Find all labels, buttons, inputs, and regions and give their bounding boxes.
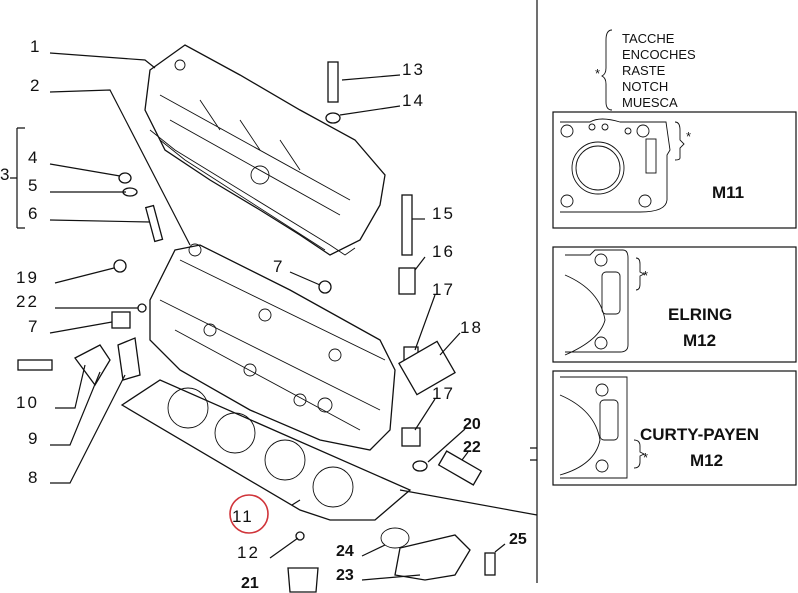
callout-12: 12 (237, 543, 260, 562)
legend-term: NOTCH (622, 79, 668, 94)
callout-5: 5 (28, 176, 39, 195)
callout-25: 25 (509, 531, 527, 548)
callout-17: 17 (432, 280, 455, 299)
callout-24: 24 (336, 543, 354, 560)
divider-notch (530, 447, 537, 461)
callout-8: 8 (28, 468, 39, 487)
variant-model: M12 (690, 451, 723, 470)
callout-15: 15 (432, 204, 455, 223)
legend-term: ENCOCHES (622, 47, 696, 62)
callout-18: 18 (460, 318, 483, 337)
variant-brand: ELRING (668, 305, 732, 324)
variant-marker: * (643, 268, 648, 283)
legend-term: MUESCA (622, 95, 678, 110)
callout-14: 14 (402, 91, 425, 110)
callout-19: 19 (16, 268, 39, 287)
callout-23: 23 (336, 567, 354, 584)
callout-10: 10 (16, 393, 39, 412)
variant-model: M11 (712, 183, 744, 202)
callout-13: 13 (402, 60, 425, 79)
callout-17b: 17 (432, 384, 455, 403)
legend-term: RASTE (622, 63, 666, 78)
variant-panel-elring: * ELRING M12 (552, 246, 797, 363)
callout-21: 21 (241, 575, 259, 592)
variant-panel-curty-payen: * CURTY-PAYEN M12 (552, 370, 797, 486)
variant-model: M12 (683, 331, 716, 350)
leader-lines (10, 52, 538, 581)
callout-7b: 7 (273, 257, 284, 276)
callout-1: 1 (30, 37, 41, 56)
valve-cover (144, 44, 386, 256)
variant-marker: * (686, 129, 691, 144)
callout-2: 2 (30, 76, 41, 95)
callout-20: 20 (463, 416, 481, 433)
cover-gasket (149, 129, 356, 256)
callout-4: 4 (28, 148, 39, 167)
callout-3: 3 (0, 165, 11, 184)
legend-term: TACCHE (622, 31, 675, 46)
cylinder-head (149, 243, 396, 451)
small-parts (17, 61, 496, 593)
callout-6: 6 (28, 204, 39, 223)
callout-7: 7 (28, 317, 39, 336)
callout-22b: 22 (463, 439, 481, 456)
variant-brand: CURTY-PAYEN (640, 425, 759, 444)
legend-marker: * (595, 66, 600, 81)
callout-9: 9 (28, 429, 39, 448)
callout-22: 22 (16, 292, 39, 311)
callout-11: 11 (232, 507, 254, 526)
notch-legend: * TACCHE ENCOCHES RASTE NOTCH MUESCA (595, 29, 696, 111)
variant-marker: * (643, 450, 648, 465)
head-gasket (120, 379, 412, 521)
highlight-circle (229, 494, 269, 534)
variant-panel-m11: * M11 (552, 111, 797, 229)
callout-16: 16 (432, 242, 455, 261)
